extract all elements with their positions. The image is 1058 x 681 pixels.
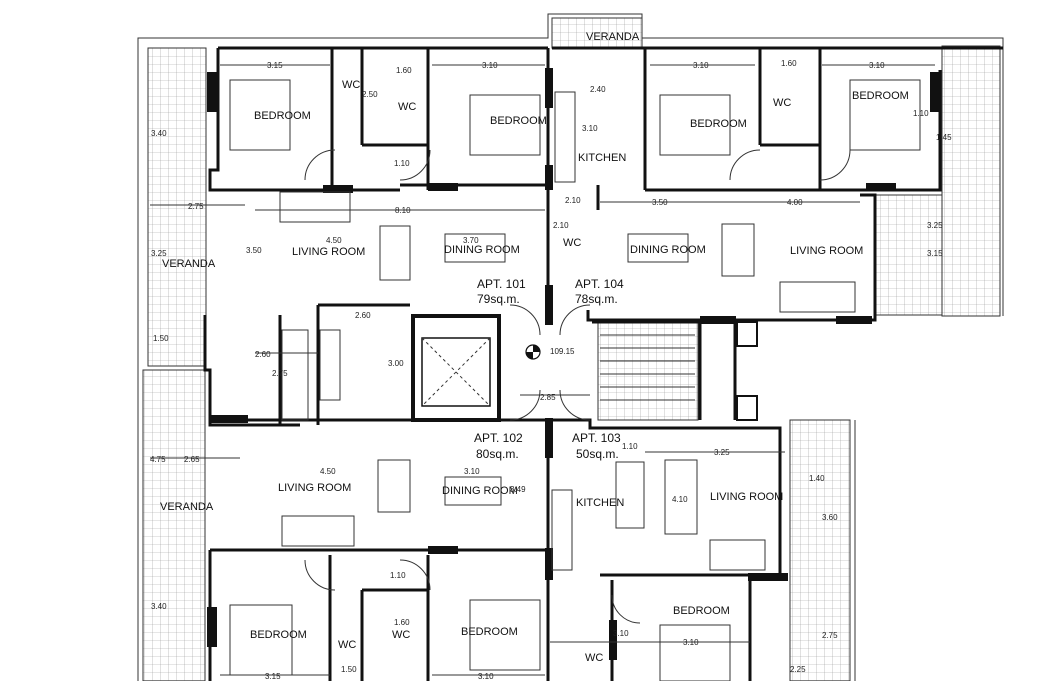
room-label-kitchen: KITCHEN [578, 152, 626, 164]
room-label-wc: WC [398, 101, 416, 113]
room-label-bedroom: BEDROOM [461, 626, 518, 638]
elevation-label: 109.15 [550, 347, 575, 356]
veranda-west-upper [147, 47, 207, 367]
dimension-label: 3.10 [582, 124, 598, 133]
dimension-label: 2.25 [790, 665, 806, 674]
interior-details [150, 64, 935, 681]
apartment-area: 79sq.m. [477, 292, 520, 306]
stair-hatch [597, 321, 699, 421]
dimension-label: 3.25 [927, 221, 943, 230]
room-label-bedroom: BEDROOM [250, 629, 307, 641]
dimension-label: 2.75 [272, 369, 288, 378]
room-label-dining-room: DINING ROOM [444, 244, 520, 256]
dimension-label: 3.10 [482, 61, 498, 70]
building-outline [137, 13, 1004, 681]
dimension-label: 1.10 [390, 571, 406, 580]
room-label-bedroom: BEDROOM [852, 90, 909, 102]
dimension-label: 1.10 [622, 442, 638, 451]
dimension-label: 3.40 [151, 129, 167, 138]
room-label-wc: WC [338, 639, 356, 651]
dimension-label: 3.49 [510, 485, 526, 494]
dimension-label: 3.10 [683, 638, 699, 647]
dimension-label: 3.25 [151, 249, 167, 258]
apartment-id: APT. 103 [572, 431, 621, 445]
dimension-label: 1.40 [809, 474, 825, 483]
dimension-label: 3.50 [246, 246, 262, 255]
room-label-living-room: LIVING ROOM [292, 246, 365, 258]
dimension-label: 2.60 [355, 311, 371, 320]
room-label-veranda: VERANDA [586, 31, 640, 43]
veranda-east-mid [874, 194, 943, 316]
dimension-label: 3.10 [869, 61, 885, 70]
room-label-wc: WC [342, 79, 360, 91]
dimension-label: 8.10 [395, 206, 411, 215]
room-label-veranda: VERANDA [162, 258, 216, 270]
dimension-label: 3.60 [822, 513, 838, 522]
veranda-east-lower [789, 419, 851, 681]
labels: BEDROOM BEDROOM BEDROOM BEDROOM BEDROOM … [150, 31, 952, 681]
dimension-label: 4.00 [787, 198, 803, 207]
dimension-label: 1.45 [936, 133, 952, 142]
room-label-veranda: VERANDA [160, 501, 214, 513]
dimension-label: 3.15 [265, 672, 281, 681]
room-label-bedroom: BEDROOM [490, 115, 547, 127]
veranda-areas [142, 17, 1001, 681]
dimension-label: 3.15 [927, 249, 943, 258]
room-label-living-room: LIVING ROOM [278, 482, 351, 494]
room-label-bedroom: BEDROOM [673, 605, 730, 617]
room-label-dining-room: DINING ROOM [630, 244, 706, 256]
dimension-label: 3.10 [693, 61, 709, 70]
dimension-label: 4.75 [150, 455, 166, 464]
room-label-kitchen: KITCHEN [576, 497, 624, 509]
dimension-label: 2.50 [362, 90, 378, 99]
veranda-west-lower [142, 369, 206, 681]
dimension-label: 4.50 [326, 236, 342, 245]
room-label-living-room: LIVING ROOM [710, 491, 783, 503]
dimension-label: 1.60 [781, 59, 797, 68]
dimension-label: 1.10 [913, 109, 929, 118]
dimension-label: 2.75 [188, 202, 204, 211]
dimension-label: 2.85 [540, 393, 556, 402]
dimension-label: 1.60 [394, 618, 410, 627]
room-label-wc: WC [563, 237, 581, 249]
dimension-label: 1.10 [394, 159, 410, 168]
dimension-label: 2.10 [565, 196, 581, 205]
apartment-area: 80sq.m. [476, 447, 519, 461]
dimension-label: 3.10 [478, 672, 494, 681]
dimension-label: 3.00 [388, 359, 404, 368]
dimension-label: 3.70 [463, 236, 479, 245]
room-label-bedroom: BEDROOM [254, 110, 311, 122]
apartment-id: APT. 102 [474, 431, 523, 445]
apartment-area: 50sq.m. [576, 447, 619, 461]
dimension-label: 3.10 [464, 467, 480, 476]
dimension-label: 1.60 [396, 66, 412, 75]
dimension-label: 2.10 [553, 221, 569, 230]
veranda-east-upper [941, 45, 1001, 317]
apartment-id: APT. 104 [575, 277, 624, 291]
dimension-label: 3.10 [613, 629, 629, 638]
dimension-label: 3.15 [267, 61, 283, 70]
elevation-marker-icon [525, 344, 541, 360]
room-label-dining-room: DINING ROOM [442, 485, 518, 497]
dimension-label: 3.50 [652, 198, 668, 207]
dimension-label: 4.10 [672, 495, 688, 504]
dimension-label: 2.75 [822, 631, 838, 640]
dimension-label: 1.50 [341, 665, 357, 674]
room-label-bedroom: BEDROOM [690, 118, 747, 130]
dimension-label: 3.25 [714, 448, 730, 457]
dimension-label: 1.50 [153, 334, 169, 343]
room-label-wc: WC [392, 629, 410, 641]
dimension-label: 4.50 [320, 467, 336, 476]
room-label-living-room: LIVING ROOM [790, 245, 863, 257]
apartment-area: 78sq.m. [575, 292, 618, 306]
room-label-wc: WC [773, 97, 791, 109]
dimension-label: 2.60 [255, 350, 271, 359]
wall-blocks [207, 68, 940, 660]
room-label-wc: WC [585, 652, 603, 664]
apartment-id: APT. 101 [477, 277, 526, 291]
dimension-label: 2.65 [184, 455, 200, 464]
dimension-label: 3.40 [151, 602, 167, 611]
dimension-label: 2.40 [590, 85, 606, 94]
